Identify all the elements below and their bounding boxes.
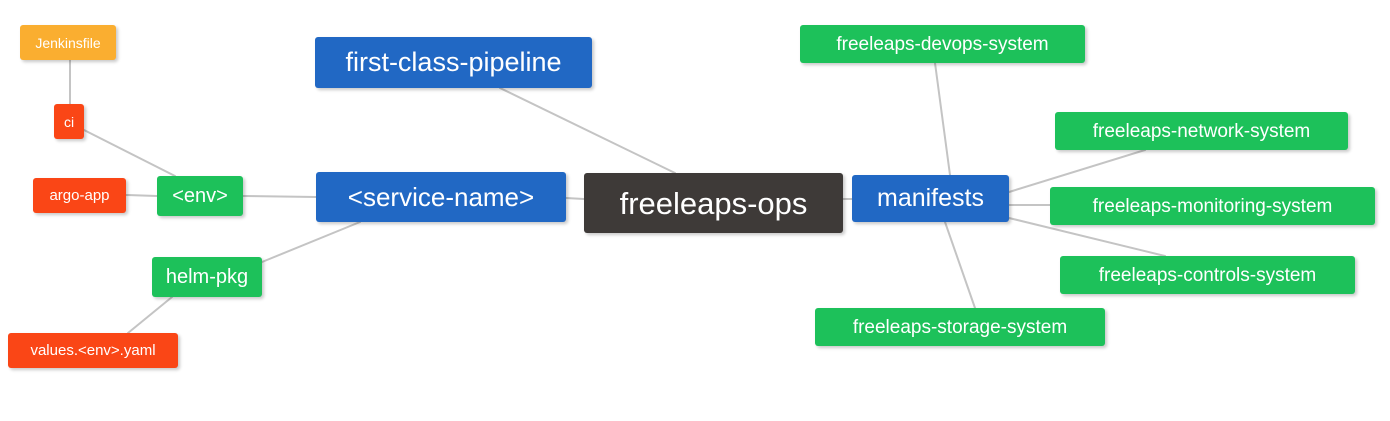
node-env[interactable]: <env> bbox=[157, 176, 243, 216]
edge-service-name-to-freeleaps-ops bbox=[565, 197, 585, 200]
node-label-ci: ci bbox=[63, 113, 75, 130]
node-manifests[interactable]: manifests bbox=[852, 175, 1009, 222]
node-label-network-system: freeleaps-network-system bbox=[1092, 120, 1311, 142]
node-label-monitoring-system: freeleaps-monitoring-system bbox=[1092, 195, 1333, 217]
node-label-argo-app: argo-app bbox=[49, 187, 110, 204]
node-devops-system[interactable]: freeleaps-devops-system bbox=[800, 25, 1085, 63]
node-controls-system[interactable]: freeleaps-controls-system bbox=[1060, 256, 1355, 294]
node-values-yaml[interactable]: values.<env>.yaml bbox=[8, 333, 178, 368]
node-label-freeleaps-ops: freeleaps-ops bbox=[619, 185, 808, 221]
node-network-system[interactable]: freeleaps-network-system bbox=[1055, 112, 1348, 150]
node-label-devops-system: freeleaps-devops-system bbox=[836, 33, 1049, 55]
node-helm-pkg[interactable]: helm-pkg bbox=[152, 257, 262, 297]
node-label-helm-pkg: helm-pkg bbox=[165, 266, 249, 288]
node-label-manifests: manifests bbox=[877, 184, 984, 212]
node-first-class-pipeline[interactable]: first-class-pipeline bbox=[315, 37, 592, 88]
node-service-name[interactable]: <service-name> bbox=[316, 172, 566, 222]
edge-helm-pkg-to-values-yaml bbox=[127, 296, 173, 334]
edge-first-class-pipeline-to-freeleaps-ops bbox=[499, 87, 676, 174]
node-label-jenkinsfile: Jenkinsfile bbox=[35, 34, 101, 51]
edge-ci-to-env bbox=[83, 129, 176, 177]
edge-manifests-to-network-system bbox=[1008, 149, 1146, 193]
edge-env-to-service-name bbox=[242, 195, 317, 198]
edge-argo-app-to-env bbox=[125, 194, 158, 197]
edge-manifests-to-devops-system bbox=[934, 62, 951, 176]
edge-service-name-to-helm-pkg bbox=[261, 221, 361, 263]
edge-manifests-to-storage-system bbox=[944, 221, 976, 309]
node-label-env: <env> bbox=[172, 185, 228, 207]
node-label-first-class-pipeline: first-class-pipeline bbox=[345, 47, 562, 77]
node-storage-system[interactable]: freeleaps-storage-system bbox=[815, 308, 1105, 346]
node-label-controls-system: freeleaps-controls-system bbox=[1098, 264, 1317, 286]
node-monitoring-system[interactable]: freeleaps-monitoring-system bbox=[1050, 187, 1375, 225]
node-ci[interactable]: ci bbox=[54, 104, 84, 139]
node-label-values-yaml: values.<env>.yaml bbox=[30, 342, 156, 359]
node-jenkinsfile[interactable]: Jenkinsfile bbox=[20, 25, 116, 60]
node-label-service-name: <service-name> bbox=[347, 182, 535, 212]
node-label-storage-system: freeleaps-storage-system bbox=[852, 316, 1068, 338]
node-freeleaps-ops[interactable]: freeleaps-ops bbox=[584, 173, 843, 233]
node-argo-app[interactable]: argo-app bbox=[33, 178, 126, 213]
